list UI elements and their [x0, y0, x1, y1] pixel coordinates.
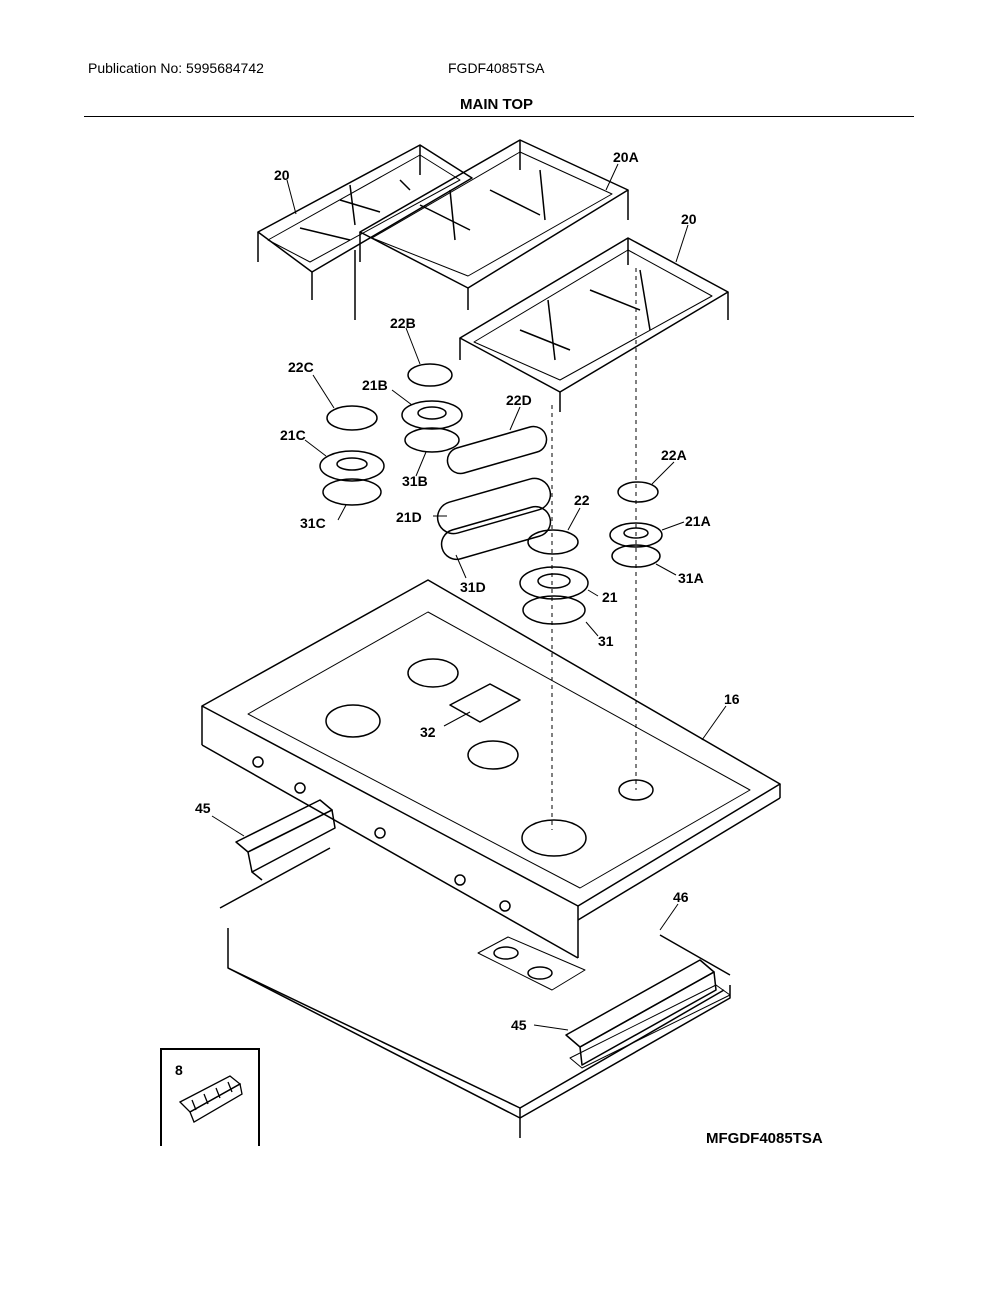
cap-22d: [446, 425, 548, 475]
callout-21b: 21B: [362, 377, 388, 393]
callout-grate-left: 20: [274, 167, 290, 183]
model-number: FGDF4085TSA: [448, 60, 545, 76]
callout-31b: 31B: [402, 473, 428, 489]
callout-31c: 31C: [300, 515, 326, 531]
callout-22c: 22C: [288, 359, 314, 375]
callout-grate-right: 20: [681, 211, 697, 227]
cap-22c: [326, 405, 378, 431]
section-title: MAIN TOP: [460, 96, 534, 113]
burner-head-21c: [319, 450, 385, 506]
callout-grate-center: 20A: [613, 149, 639, 165]
rail-right: [565, 959, 731, 1069]
leader-lines: [211, 163, 727, 1031]
callout-32: 32: [420, 724, 436, 740]
callout-22b: 22B: [390, 315, 416, 331]
callout-21: 21: [602, 589, 618, 605]
callout-45-left: 45: [195, 800, 211, 816]
cooktop: [201, 579, 781, 959]
callout-21a: 21A: [685, 513, 711, 529]
callout-22: 22: [574, 492, 590, 508]
callout-21d: 21D: [396, 509, 422, 525]
publication-number: Publication No: 5995684742: [88, 60, 264, 76]
grate-left: [257, 144, 473, 320]
callout-31a: 31A: [678, 570, 704, 586]
burner-head-21b: [401, 400, 463, 453]
burner-head-21: [519, 566, 589, 625]
callout-22a: 22A: [661, 447, 687, 463]
cap-22: [527, 529, 579, 555]
callout-31d: 31D: [460, 579, 486, 595]
callout-46: 46: [673, 889, 689, 905]
burner-head-21a: [609, 522, 663, 568]
diagram-id: MFGDF4085TSA: [706, 1130, 823, 1147]
callout-45-right: 45: [511, 1017, 527, 1033]
callout-8: 8: [175, 1062, 183, 1078]
cap-22a: [617, 481, 659, 503]
burner-head-21d: [436, 477, 552, 561]
cap-22b: [407, 363, 453, 387]
callout-22d: 22D: [506, 392, 532, 408]
grate-center: [359, 139, 629, 310]
header-rule: [84, 116, 914, 117]
rail-left: [235, 799, 336, 881]
callout-16: 16: [724, 691, 740, 707]
callout-21c: 21C: [280, 427, 306, 443]
grate-right: [459, 237, 729, 412]
ignitor-switch-drawing: [178, 1075, 243, 1123]
callout-31: 31: [598, 633, 614, 649]
inset-box: [160, 1048, 260, 1146]
burner-box: [219, 847, 731, 1138]
